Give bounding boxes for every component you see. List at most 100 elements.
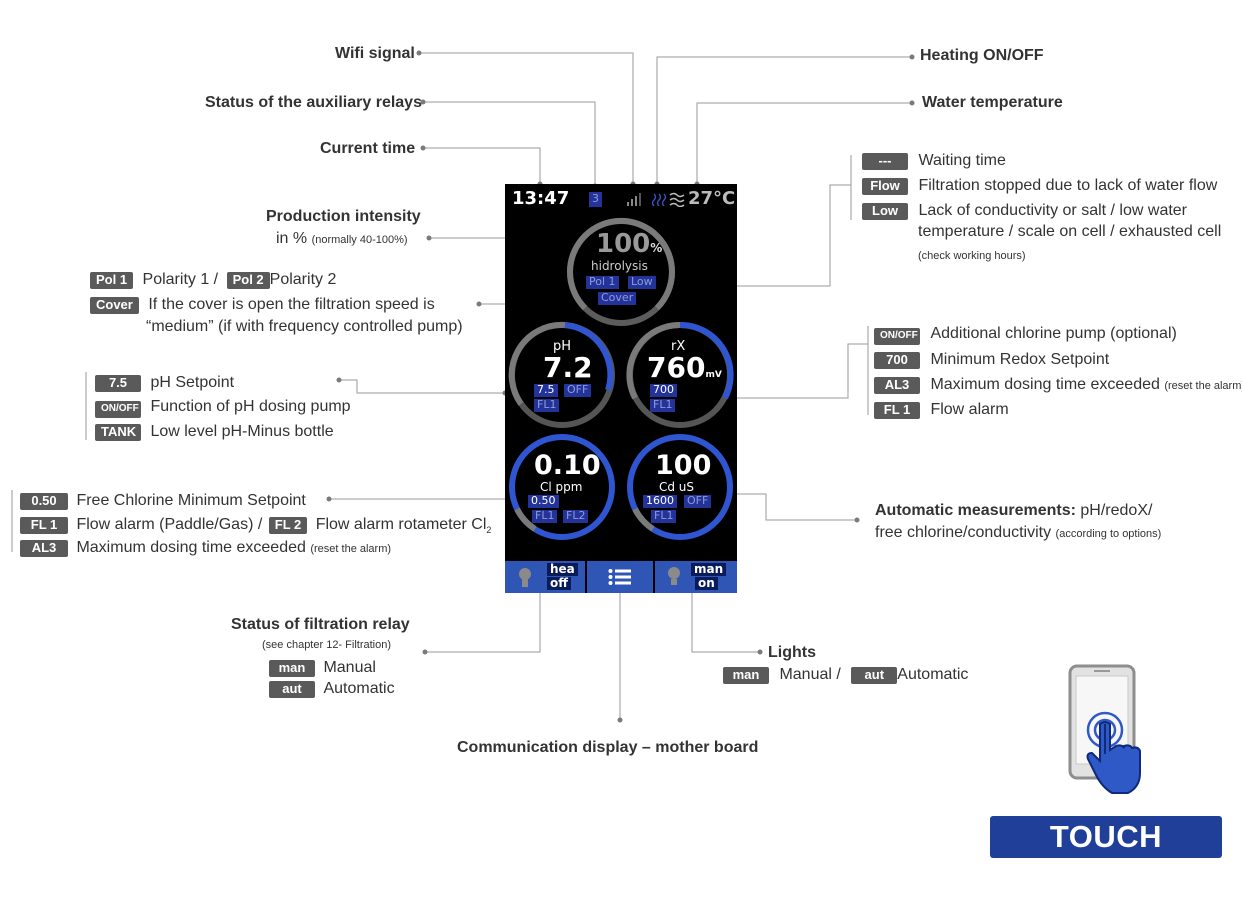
low-note: (check working hours) [918,250,1026,262]
auto-meas-note: (according to options) [1055,528,1162,540]
callout-ph-tank: TANK Low level pH-Minus bottle [95,422,334,441]
callout-ph-pump: ON/OFF Function of pH dosing pump [95,397,351,418]
badge-rx-fl1: FL 1 [874,402,920,419]
polarity-text-2: Polarity 2 [269,271,337,288]
water-temperature-icon [669,192,685,207]
auto-meas-text-1: pH/redoX/ [1075,502,1153,519]
ph-setpoint-text: pH Setpoint [150,374,235,391]
auto-meas-line-2: free chlorine/conductivity (according to… [875,523,1161,544]
gauges [508,217,734,540]
ph-title: pH [553,339,572,354]
production-chip-low: Low [628,276,656,289]
callout-low: Low Lack of conductivity or salt / low w… [862,201,1187,220]
callout-aux-relays: Status of the auxiliary relays [205,94,422,111]
badge-waiting: --- [862,153,908,170]
callout-auto-measurements: Automatic measurements: pH/redoX/ [875,501,1152,520]
low-text-2: temperature / scale on cell / exhausted … [918,223,1222,240]
low-text-1: Lack of conductivity or salt / low water [918,202,1188,219]
wifi-signal-icon [627,193,641,206]
callout-production-sub: in % (normally 40-100%) [276,229,408,250]
badge-ph-onoff: ON/OFF [95,401,141,418]
production-number: 100 [596,229,651,259]
production-chip-pol1: Pol 1 [586,276,619,289]
cd-gauge[interactable] [627,434,733,540]
filtration-button[interactable]: hea off [505,561,585,593]
badge-lights-aut: aut [851,667,898,684]
callout-cl-al3: AL3 Maximum dosing time exceeded (reset … [20,538,391,559]
lights-automatic-text: Automatic [897,666,969,683]
cl-gauge[interactable] [509,434,615,540]
auto-meas-text-2: free chlorine/conductivity [875,524,1052,541]
leader-lines [11,50,915,723]
ph-pump-chip: OFF [564,384,592,397]
cd-value: 100 [655,450,712,481]
cover-text-2: “medium” (if with frequency controlled p… [146,318,463,335]
filtration-note: (see chapter 12- Filtration) [262,639,391,651]
pump-icon [519,568,531,587]
rx-gauge[interactable] [626,321,734,428]
cl-flow-text-2: Flow alarm rotameter Cl [315,516,487,533]
menu-button[interactable] [587,561,653,593]
callout-cl-flow: FL 1 Flow alarm (Paddle/Gas) / FL 2 Flow… [20,515,491,540]
cd-setpoint-chip: 1600 [643,495,677,508]
callout-cover: Cover If the cover is open the filtratio… [90,295,435,314]
production-unit: % [650,241,663,255]
cl-al3-text: Maximum dosing time exceeded [76,539,306,556]
ph-setpoint-chip: 7.5 [534,384,558,397]
lights-button[interactable]: man on [655,561,737,593]
cl-setpoint-text: Free Chlorine Minimum Setpoint [76,492,306,509]
ph-value: 7.2 [543,351,593,384]
callout-heating: Heating ON/OFF [920,47,1044,64]
callout-redox-setpoint: 700 Minimum Redox Setpoint [874,350,1109,369]
badge-low: Low [862,203,908,220]
filtration-manual: man Manual [269,658,376,677]
badge-filtration-aut: aut [269,681,315,698]
callout-water-temperature: Water temperature [922,94,1063,111]
badge-pol2: Pol 2 [226,272,270,289]
badge-cl-fl2: FL 2 [268,517,308,534]
filtration-automatic: aut Automatic [269,679,395,698]
badge-filtration-man: man [269,660,315,677]
callout-rx-fl1: FL 1 Flow alarm [874,400,1009,419]
badge-cl-fl1: FL 1 [20,517,68,534]
ph-alarm-chip: FL1 [534,399,560,412]
production-gauge[interactable] [567,217,675,326]
lights-manual-text: Manual / [779,666,841,683]
cd-label: Cd uS [659,480,695,494]
badge-lights-man: man [723,667,769,684]
callout-communication: Communication display – mother board [457,739,759,756]
touch-screen-banner: TOUCH SCREEN [990,816,1222,896]
cl-setpoint-chip: 0.50 [528,495,559,508]
flow-text: Filtration stopped due to lack of water … [918,177,1218,194]
badge-cl-al3: AL3 [20,540,68,557]
filtration-automatic-text: Automatic [323,680,395,697]
ph-tank-text: Low level pH-Minus bottle [150,423,334,440]
cl-subscript: 2 [486,525,492,536]
auto-meas-title: Automatic measurements: [875,502,1076,519]
relay-count-chip[interactable]: 3 [589,192,602,207]
badge-cl-setpoint: 0.50 [20,493,68,510]
callout-flow: Flow Filtration stopped due to lack of w… [862,176,1217,195]
callout-lights-title: Lights [768,644,816,661]
callout-current-time: Current time [320,140,416,157]
ph-gauge[interactable] [508,321,615,428]
callout-filtration-title: Status of filtration relay [231,616,410,633]
rx-unit: mV [705,370,722,380]
rx-setpoint-chip: 700 [650,384,677,397]
menu-list-icon [608,569,631,585]
rx-number: 760 [647,351,706,384]
badge-redox-setpoint: 700 [874,352,920,369]
rx-value: 760mV [647,351,722,384]
production-sub-text: in % [276,230,308,247]
cl-alarm2-chip: FL2 [563,510,589,523]
cd-pump-chip: OFF [684,495,712,508]
cd-alarm-chip: FL1 [651,510,677,523]
production-chip-cover: Cover [598,292,637,305]
filtration-line1: hea [547,563,578,576]
heating-icon [651,193,667,206]
badge-ph-setpoint: 7.5 [95,375,141,392]
polarity-text-1: Polarity 1 / [142,271,219,288]
badge-cover: Cover [90,297,139,314]
badge-rx-al3: AL3 [874,377,920,394]
production-value: 100% [596,229,662,259]
